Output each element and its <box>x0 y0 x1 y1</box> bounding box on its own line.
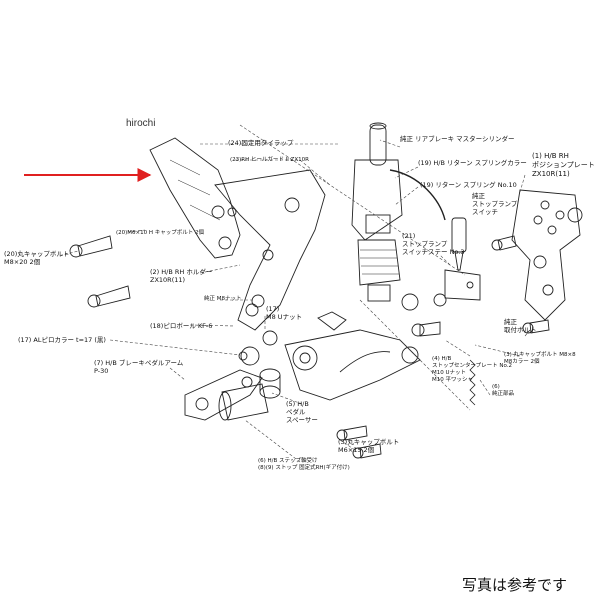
label-genuine-mount-bolt: 純正 取付ボルト <box>504 318 537 334</box>
watermark-text: hirochi <box>126 118 156 129</box>
label-tie-wrap: (24)固定用タイラップ <box>228 139 294 147</box>
mount-bolts-right <box>401 235 550 337</box>
label-genuine-part: (6) 純正部品 <box>492 384 515 397</box>
pedal-spacer <box>259 368 281 399</box>
label-cap-bolt-20: (20)丸キャップボルト M8×20 2個 <box>4 250 70 266</box>
brake-pedal-arm <box>184 369 263 421</box>
heel-guard-plate <box>149 137 241 259</box>
label-master-cylinder: 純正 リアブレーキ マスターシリンダー <box>400 135 515 143</box>
label-position-plate: (1) H/B RH ポジションプレート ZX10R(11) <box>532 152 595 178</box>
m8-u-nut <box>317 311 347 331</box>
label-step-shaft: (6) H/B ステップ軸受け (8)(9) ストップ 固定式RH(ギア付け) <box>258 458 350 471</box>
label-brake-pedal-arm: (7) H/B ブレーキペダルアーム P-30 <box>94 359 184 375</box>
label-stop-lamp-stay: (21) ストップランプ スイッチステー No.3 <box>402 232 465 256</box>
reference-note: 写真は参考です <box>462 576 568 594</box>
label-pedal-spacer: (5) H/B ペダル スペーサー <box>286 400 318 424</box>
step-shaft <box>218 383 269 421</box>
holder-bracket <box>214 169 326 331</box>
lower-bracket <box>284 329 421 401</box>
label-cap-bolt-10: (20)M6×10 H キャップボルト 2個 <box>116 230 205 236</box>
label-cap-bolt-15: (3)丸キャップボルト M6×15 2個 <box>338 438 400 454</box>
label-cap-bolt-m10: (3) 丸キャップボルト M8×8 M8カラー 2個 <box>504 352 576 365</box>
master-cylinder <box>351 122 446 302</box>
label-holder: (2) H/B RH ホルダー ZX10R(11) <box>150 268 213 284</box>
position-plate <box>511 189 583 321</box>
stop-lamp-switch <box>444 217 481 301</box>
label-genuine-nut: 純正 M8ナット <box>204 296 242 302</box>
cap-bolts-left <box>69 235 131 308</box>
label-heel-guard: (23)RH ヒールガード II ZX10R <box>230 157 309 163</box>
label-al-collar: (17) ALピロカラー t=17 (黒) <box>18 336 106 344</box>
label-return-spring: (19) リターン スプリング No.10 <box>420 181 517 189</box>
label-pillow-ball: (18)ピロボール KF-6 <box>150 322 213 330</box>
label-stop-center-plate: (4) H/B ストップセンタープレート No.2 M10 Uナット M10 平… <box>432 356 513 383</box>
label-return-spring-collar: (19) H/B リターン スプリングカラー <box>418 159 527 167</box>
label-u-nut-17: (17) M8 Uナット <box>266 305 303 321</box>
return-spring <box>469 359 476 406</box>
label-stop-lamp-switch: 純正 ストップランプ スイッチ <box>472 192 518 216</box>
